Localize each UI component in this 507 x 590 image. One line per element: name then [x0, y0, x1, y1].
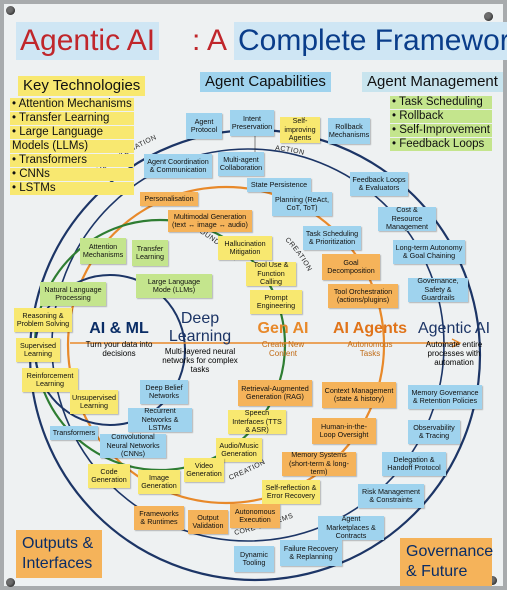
list-item: • Rollback [390, 110, 492, 123]
note-governance-safety: Governance, Safety & Guardrails [408, 277, 468, 302]
ring-gen-ai-label: Gen AI Create New Content [248, 320, 318, 358]
note-risk-management: Risk Management & Constraints [358, 484, 424, 508]
note-personalisation: Personalisation [140, 192, 198, 206]
pushpin-icon [484, 12, 493, 21]
note-deep-belief-networks: Deep Belief Networks [140, 380, 188, 404]
note-rag: Retrieval-Augmented Generation (RAG) [238, 380, 312, 406]
pushpin-icon [6, 6, 15, 15]
note-self-reflection: Self-reflection & Error Recovery [262, 480, 320, 504]
note-cost-resource: Cost & Resource Management [378, 206, 436, 231]
note-delegation: Delegation & Handoff Protocol [382, 452, 446, 476]
note-llms: Large Language Mode (LLMs) [136, 274, 212, 298]
note-observability: Observability & Tracing [408, 420, 460, 444]
note-feedback-loops: Feedback Loops & Evaluators [350, 172, 408, 196]
ring-title: AI Agents [332, 320, 408, 337]
list-item: Models (LLMs) [10, 140, 134, 153]
title-part-framework: Complete Framework [234, 22, 507, 60]
ring-ai-ml-label: AI & ML Turn your data into decisions [74, 320, 164, 358]
note-video-generation: Video Generation [184, 458, 224, 482]
note-rollback-mechanisms: Rollback Mechanisms [328, 118, 370, 144]
note-reasoning: Reasoning & Problem Solving [14, 308, 72, 332]
agent-management-list: • Task Scheduling • Rollback • Self-Impr… [390, 96, 492, 152]
note-recurrent-networks: Recurrent Networks & LSTMs [128, 407, 192, 432]
note-attention-mechanisms: Attention Mechanisms [80, 238, 126, 264]
ring-title: AI & ML [89, 320, 149, 337]
note-human-in-the-loop: Human-in-the-Loop Oversight [312, 418, 376, 444]
list-item: • LSTMs [10, 182, 134, 195]
note-goal-decomposition: Goal Decomposition [322, 254, 380, 280]
ring-description: Autonomous Tasks [347, 340, 393, 358]
ring-description: Create New Content [261, 340, 305, 358]
ring-gen-ai [66, 185, 386, 505]
pushpin-icon [6, 578, 15, 587]
ring-deep-learning-label: Deep Learning Multi-layered neural netwo… [160, 310, 240, 374]
note-self-improving-agents: Self-improving Agents [280, 117, 320, 143]
note-cnns: Convolutional Neural Networks (CNNs) [100, 433, 166, 458]
list-item: • Large Language [10, 126, 134, 139]
key-technologies-list: • Attention Mechanisms • Transfer Learni… [10, 98, 134, 196]
pushpin-icon [488, 576, 497, 585]
ring-description: Automate entire processes with automatio… [425, 340, 483, 367]
note-reinforcement-learning: Reinforcement Learning [22, 368, 78, 392]
note-natural-language-processing: Natural Language Processing [40, 282, 106, 306]
note-multi-agent-collaboration: Multi-agent Collaboration [218, 152, 264, 176]
note-output-validation: Output Validation [188, 510, 228, 534]
note-transfer-learning: Transfer Learning [132, 240, 168, 266]
list-item: • Attention Mechanisms [10, 98, 134, 111]
note-speech-interfaces: Speech Interfaces (TTS & ASR) [228, 409, 286, 434]
corner-outputs-interfaces: Outputs & Interfaces [16, 530, 102, 578]
header-agent-management: Agent Management [362, 72, 503, 92]
list-item: • Self-Improvement [390, 124, 492, 137]
note-unsupervised-learning: Unsupervised Learning [70, 390, 118, 414]
note-memory-systems: Memory Systems (short-term & long-term) [282, 451, 356, 476]
header-agent-capabilities: Agent Capabilities [200, 72, 331, 92]
note-tool-use: Tool Use & Function Calling [246, 261, 296, 286]
list-item: • Transformers [10, 154, 134, 167]
list-item: • CNNs [10, 168, 134, 181]
arc-label-action: ACTION [275, 145, 305, 157]
note-frameworks-runtimes: Frameworks & Runtimes [134, 506, 184, 530]
note-long-term-autonomy: Long-term Autonomy & Goal Chaining [393, 240, 465, 264]
ring-title: Gen AI [257, 320, 309, 337]
note-task-scheduling: Task Scheduling & Prioritization [303, 226, 361, 250]
note-image-generation: Image Generation [138, 470, 180, 494]
note-multimodal-generation: Multimodal Generation (text ↔ image ↔ au… [168, 210, 252, 232]
list-item: • Feedback Loops [390, 138, 492, 151]
note-code-generation: Code Generation [88, 464, 130, 488]
note-hallucination-mitigation: Hallucination Mitigation [218, 236, 272, 260]
ring-title: Agentic AI [417, 320, 491, 337]
title-part-a: : A [192, 24, 228, 57]
note-prompt-engineering: Prompt Engineering [250, 290, 302, 314]
note-failure-recovery: Failure Recovery & Replanning [280, 540, 342, 566]
arrowhead-icon [451, 338, 462, 348]
note-agent-marketplaces: Agent Marketplaces & Contracts [318, 515, 384, 540]
note-context-management: Context Management (state & history) [322, 382, 396, 408]
note-state-persistence: State Persistence [247, 178, 311, 192]
ring-title: Deep Learning [168, 310, 232, 345]
note-agent-coordination: Agent Coordination & Communication [144, 154, 212, 178]
ring-ai-agents-label: AI Agents Autonomous Tasks [330, 320, 410, 358]
list-item: • Task Scheduling [390, 96, 492, 109]
ring-description: Multi-layered neural networks for comple… [162, 347, 238, 374]
ring-description: Turn your data into decisions [85, 340, 153, 358]
note-intent-preservation: Intent Preservation [230, 110, 274, 136]
note-tool-orchestration: Tool Orchestration (actions/plugins) [328, 284, 398, 308]
note-planning: Planning (ReAct, CoT, ToT) [272, 192, 332, 216]
arc-label-creation-bottom: CREATION [228, 459, 267, 482]
note-autonomous-execution: Autonomous Execution [230, 504, 280, 528]
note-transformers: Transformers [50, 426, 98, 440]
corner-governance-future: Governance & Future [400, 538, 493, 586]
header-key-technologies: Key Technologies [18, 76, 146, 96]
note-memory-governance: Memory Governance & Retention Policies [408, 385, 482, 409]
list-item: • Transfer Learning [10, 112, 134, 125]
note-dynamic-tooling: Dynamic Tooling [234, 546, 274, 572]
note-agent-protocol: Agent Protocol [186, 113, 222, 139]
title-part-agentic-ai: Agentic AI [16, 22, 160, 60]
ring-agentic-ai-label: Agentic AI Automate entire processes wit… [412, 320, 496, 367]
note-supervised-learning: Supervised Learning [16, 338, 60, 362]
